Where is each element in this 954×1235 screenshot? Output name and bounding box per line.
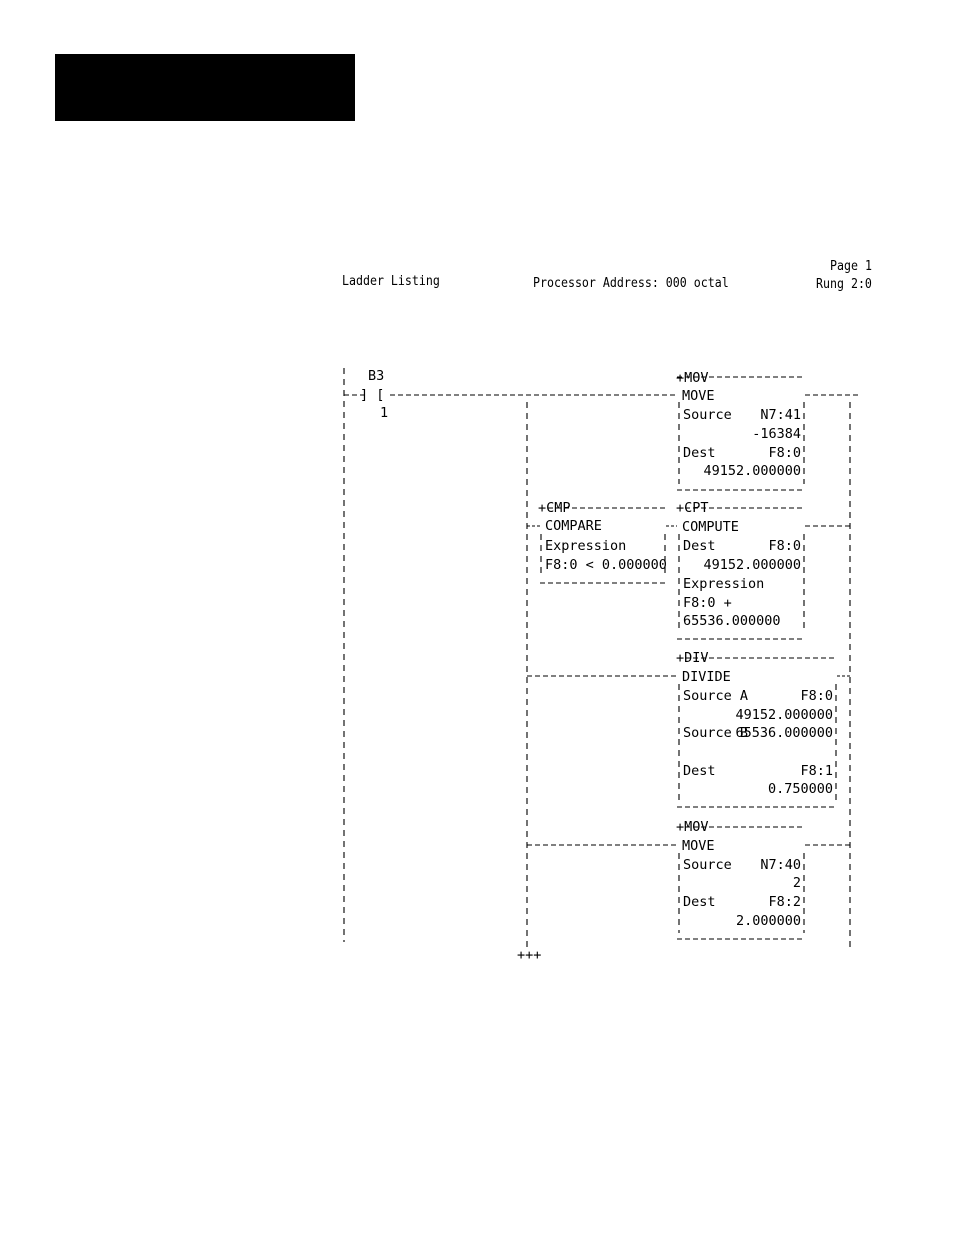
div-mnemonic: +DIV bbox=[676, 650, 709, 666]
contact-address: B3 bbox=[368, 368, 384, 384]
div-dest-value: 0.750000 bbox=[768, 781, 833, 797]
cpt-dest-label: Dest bbox=[683, 538, 716, 554]
branch-end-marker: +++ bbox=[517, 947, 541, 963]
cpt-expression-line1: F8:0 + bbox=[683, 595, 732, 611]
mov2-name: MOVE bbox=[682, 838, 715, 854]
contact-left-bracket: ] [ bbox=[360, 387, 384, 403]
mov1-source-label: Source bbox=[683, 407, 732, 423]
cmp-block bbox=[540, 507, 666, 584]
mov1-dest-label: Dest bbox=[683, 445, 716, 461]
mov1-dest-value: 49152.000000 bbox=[703, 463, 801, 479]
mov1-name: MOVE bbox=[682, 388, 715, 404]
mov2-source-label: Source bbox=[683, 857, 732, 873]
cmp-name: COMPARE bbox=[545, 518, 602, 534]
cpt-expression-line2: 65536.000000 bbox=[683, 613, 781, 629]
div-block bbox=[677, 657, 837, 808]
mov-block-2 bbox=[677, 826, 805, 940]
div-dest-label: Dest bbox=[683, 763, 716, 779]
mov1-source-value: -16384 bbox=[752, 426, 801, 442]
div-source-a-label: Source A bbox=[683, 688, 748, 704]
cpt-expression-label: Expression bbox=[683, 576, 764, 592]
cpt-mnemonic: +CPT bbox=[676, 500, 709, 516]
mov2-dest-value: 2.000000 bbox=[736, 913, 801, 929]
div-source-b-value: 65536.000000 bbox=[735, 725, 833, 741]
cpt-dest-value: 49152.000000 bbox=[703, 557, 801, 573]
rung-number: Rung 2:0 bbox=[816, 276, 872, 292]
div-name: DIVIDE bbox=[682, 669, 731, 685]
div-source-a-value: 49152.000000 bbox=[735, 707, 833, 723]
mov2-source-value: 2 bbox=[793, 875, 801, 891]
cmp-expression-label: Expression bbox=[545, 538, 626, 554]
cpt-dest-addr: F8:0 bbox=[768, 538, 801, 554]
mov1-source-addr: N7:41 bbox=[760, 407, 801, 423]
contact-bit: 1 bbox=[380, 405, 388, 421]
cpt-block bbox=[677, 507, 805, 640]
div-source-a-addr: F8:0 bbox=[800, 688, 833, 704]
listing-title: Ladder Listing bbox=[342, 273, 440, 289]
div-dest-addr: F8:1 bbox=[800, 763, 833, 779]
cpt-name: COMPUTE bbox=[682, 519, 739, 535]
mov1-mnemonic: +MOV bbox=[676, 370, 709, 386]
mov-block-1 bbox=[677, 376, 805, 491]
processor-address: Processor Address: 000 octal bbox=[533, 275, 729, 291]
page-number: Page 1 bbox=[830, 258, 872, 274]
div-source-b-label: Source B bbox=[683, 725, 748, 741]
mov2-dest-addr: F8:2 bbox=[768, 894, 801, 910]
mov1-dest-addr: F8:0 bbox=[768, 445, 801, 461]
mov2-source-addr: N7:40 bbox=[760, 857, 801, 873]
chapter-tab-block bbox=[55, 54, 355, 121]
mov2-dest-label: Dest bbox=[683, 894, 716, 910]
mov2-mnemonic: +MOV bbox=[676, 819, 709, 835]
cmp-expression: F8:0 < 0.000000 bbox=[545, 557, 667, 573]
cmp-mnemonic: +CMP bbox=[538, 500, 571, 516]
